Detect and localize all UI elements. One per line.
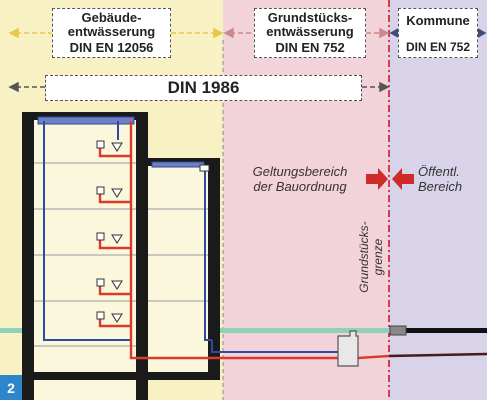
property-zone-arrow [223, 27, 390, 39]
building-zone-title: Gebäude- entwässerung [67, 10, 156, 39]
scope-public-area-label: Öffentl. Bereich [418, 164, 463, 194]
red-drain-network [98, 121, 390, 360]
overall-standard-arrow [8, 81, 390, 93]
overall-standard-box [45, 75, 362, 101]
property-zone-standard: DIN EN 752 [275, 40, 345, 55]
municipal-zone-standard: DIN EN 752 [405, 40, 471, 54]
zone-municipal-background [389, 0, 487, 400]
zone-property-background [223, 0, 389, 400]
property-zone-box [254, 8, 366, 58]
sanitary-fixtures [96, 140, 210, 323]
annex-building [148, 158, 220, 380]
overall-standard-label: DIN 1986 [167, 78, 240, 97]
blue-pipe-network [43, 121, 344, 353]
public-sewer-line [390, 328, 487, 333]
building-zone-box [52, 8, 171, 58]
scope-building-regulation-label: Geltungsbereich der Bauordnung [252, 164, 348, 194]
figure-number: 2 [7, 380, 15, 396]
sewer-connection-piece [389, 325, 407, 336]
inspection-shaft [337, 330, 359, 367]
building-zone-standard: DIN EN 12056 [69, 40, 154, 55]
property-boundary-label: Grundstücks- grenze [357, 221, 385, 293]
municipal-zone-arrow [389, 27, 487, 39]
figure-badge [0, 375, 22, 400]
municipal-zone-title: Kommune [406, 13, 470, 28]
scope-arrows [366, 168, 414, 190]
property-zone-title: Grundstücks- entwässerung [266, 10, 354, 39]
municipal-zone-box [398, 8, 478, 58]
public-drain-pipe [388, 352, 487, 358]
building-zone-arrow [8, 27, 224, 39]
